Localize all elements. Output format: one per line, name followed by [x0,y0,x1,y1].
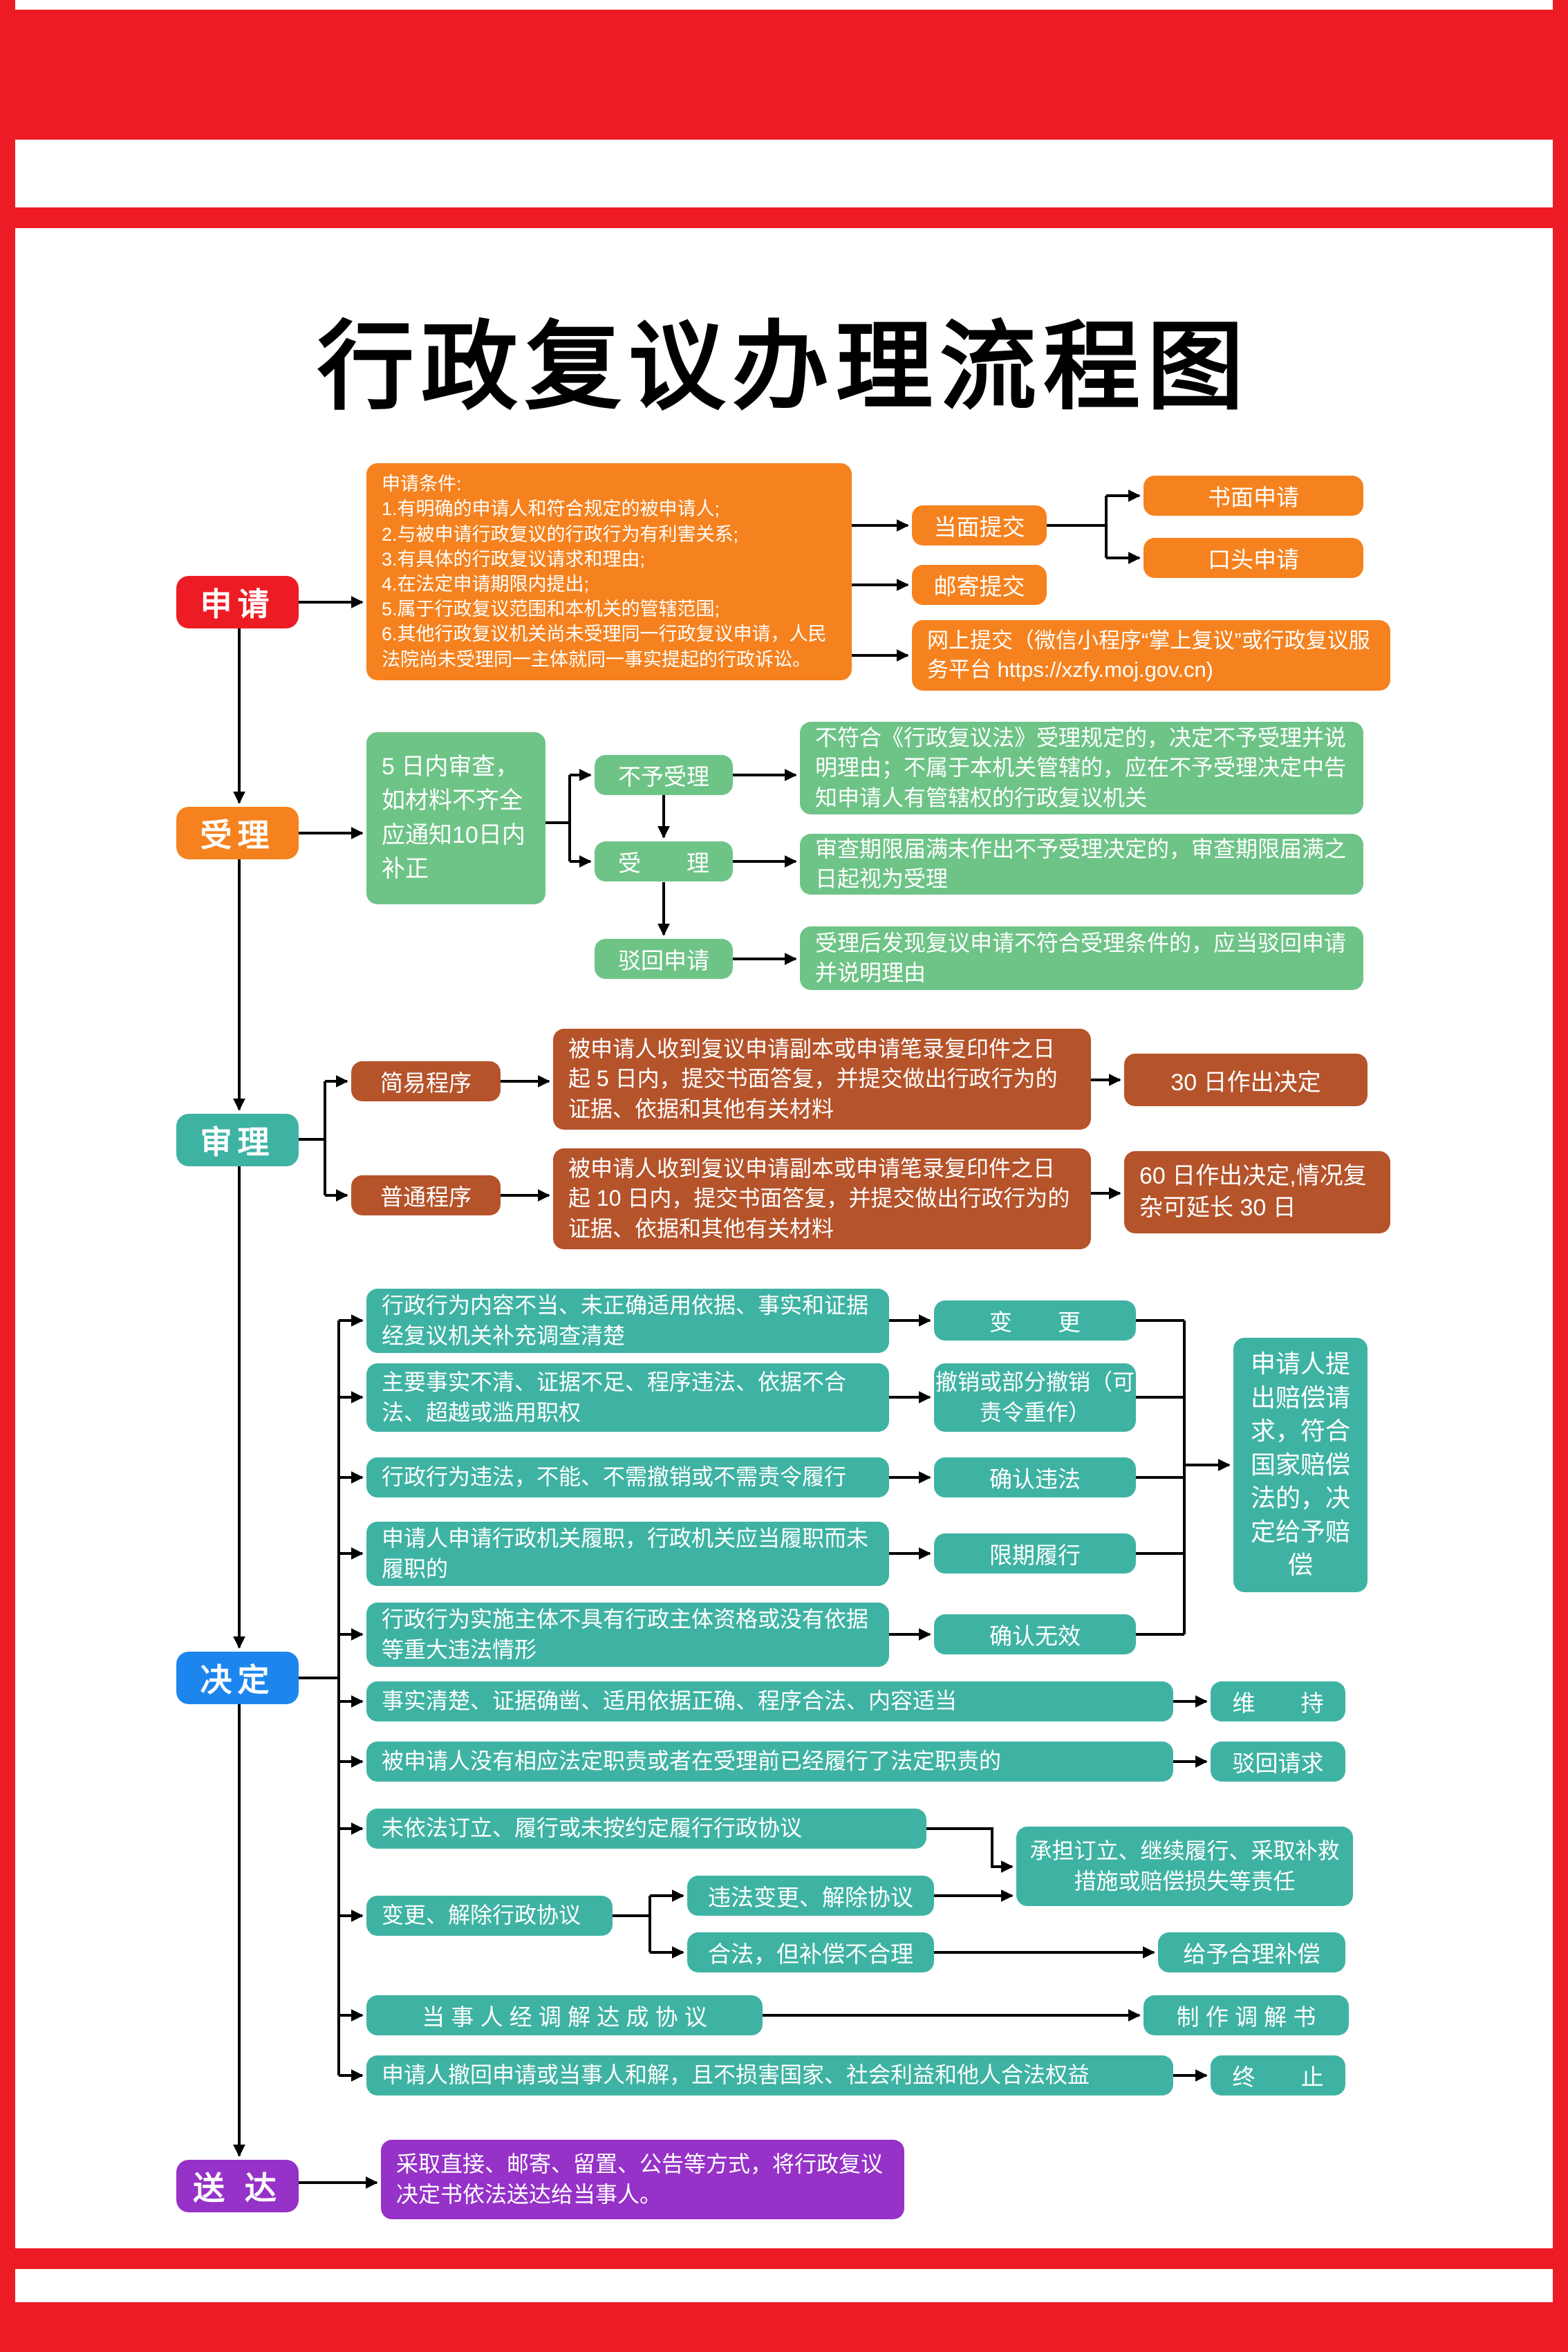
connector [926,1827,1014,1873]
decide-result-confirm-illegal: 确认违法 [934,1457,1136,1497]
bottom-red-stripe [0,2248,1568,2269]
decide-cond-maintain: 事实清楚、证据确凿、适用依据正确、程序合法、内容适当 [366,1681,1173,1721]
stage-apply: 申请 [176,576,299,628]
decide-result-dismiss-request: 驳回请求 [1211,1742,1345,1782]
normal-procedure-note: 被申请人收到复议申请副本或申请笔录复印件之日起 10 日内，提交书面答复，并提交… [553,1148,1091,1249]
stage-decide: 决定 [176,1652,299,1704]
decide-cond-agreement: 未依法订立、履行或未按约定履行行政协议 [366,1809,926,1849]
submit-in-person: 当面提交 [912,505,1047,545]
apply-condition-item: 2.与被申请行政复议的行政行为有利害关系; [382,523,739,545]
illegal-change-box: 违法变更、解除协议 [687,1876,934,1916]
oral-application: 口头申请 [1144,538,1363,578]
compensation-box: 申请人提出赔偿请求，符合国家赔偿法的，决定给予赔偿 [1233,1338,1368,1592]
normal-deadline-box: 60 日作出决定,情况复杂可延长 30 日 [1124,1151,1390,1233]
fair-compensation-box: 给予合理补偿 [1158,1932,1345,1972]
connector [545,775,571,861]
not-accept-box: 不予受理 [595,755,733,795]
connector [1136,1319,1186,1636]
apply-condition-item: 1.有明确的申请人和符合规定的被申请人; [382,498,720,520]
legal-change-box: 合法，但补偿不合理 [687,1932,934,1972]
page-title: 行政复议办理流程图 [317,310,1251,424]
accept-summary-box: 5 日内审查，如材料不齐全应通知10日内补正 [366,732,545,904]
left-red-border [0,0,15,2352]
written-application: 书面申请 [1144,476,1363,516]
apply-condition-item: 5.属于行政复议范围和本机关的管辖范围; [382,599,720,620]
stage-accept: 受理 [176,807,299,859]
decide-cond-dismiss-request: 被申请人没有相应法定职责或者在受理前已经履行了法定职责的 [366,1742,1173,1782]
submit-online: 网上提交（微信小程序“掌上复议”或行政复议服务平台 https://xzfy.m… [912,620,1390,691]
submit-by-mail: 邮寄提交 [912,565,1047,605]
decide-cond-revoke: 主要事实不清、证据不足、程序违法、依据不合法、超越或滥用职权 [366,1363,889,1432]
accept-box: 受 理 [595,841,733,881]
decide-cond-perform: 申请人申请行政机关履职，行政机关应当履职而未履职的 [366,1522,889,1586]
simple-deadline-box: 30 日作出决定 [1124,1054,1368,1106]
apply-condition-item: 3.有具体的行政复议请求和理由; [382,548,646,570]
withdraw-box: 申请人撤回申请或当事人和解，且不损害国家、社会利益和他人合法权益 [366,2055,1173,2096]
deliver-note-box: 采取直接、邮寄、留置、公告等方式，将行政复议决定书依法送达给当事人。 [381,2140,904,2219]
not-accept-note: 不符合《行政复议法》受理规定的，决定不予受理并说明理由；不属于本机关管辖的，应在… [800,722,1363,814]
connector [299,1320,340,2075]
dismiss-note: 受理后发现复议申请不符合受理条件的，应当驳回申请并说明理由 [800,926,1363,990]
dismiss-application-box: 驳回申请 [595,939,733,979]
apply-condition-item: 6.其他行政复议机关尚未受理同一行政复议申请，人民法院尚未受理同一主体就同一事实… [382,624,827,670]
mediation-box: 当 事 人 经 调 解 达 成 协 议 [366,1995,763,2035]
connector [299,1081,326,1195]
decide-result-invalid: 确认无效 [934,1614,1136,1654]
connector [1047,496,1108,558]
decide-result-perform: 限期履行 [934,1533,1136,1574]
top-red-band [0,10,1568,140]
agreement-change-box: 变更、解除行政协议 [366,1896,613,1936]
decide-cond-confirm-illegal: 行政行为违法，不能、不需撤销或不需责令履行 [366,1457,889,1497]
stage-deliver: 送 达 [176,2160,299,2212]
simple-procedure-note: 被申请人收到复议申请副本或申请笔录复印件之日起 5 日内，提交书面答复，并提交做… [553,1029,1091,1130]
accept-note: 审查期限届满未作出不予受理决定的，审查期限届满之日起视为受理 [800,834,1363,895]
right-red-border [1553,0,1568,2352]
assume-duty-box: 承担订立、继续履行、采取补救措施或赔偿损失等责任 [1016,1827,1353,1906]
stage-review: 审理 [176,1114,299,1166]
decide-result-revoke: 撤销或部分撤销（可责令重作） [934,1363,1136,1432]
decide-cond-invalid: 行政行为实施主体不具有行政主体资格或没有依据等重大违法情形 [366,1603,889,1667]
simple-procedure-box: 简易程序 [351,1061,501,1101]
decide-result-change: 变 更 [934,1300,1136,1341]
apply-conditions-box: 申请条件: 1.有明确的申请人和符合规定的被申请人; 2.与被申请行政复议的行政… [366,463,852,680]
bottom-red-band [0,2302,1568,2352]
mediation-result-box: 制 作 调 解 书 [1144,1995,1349,2035]
apply-condition-item: 4.在法定申请期限内提出; [382,574,590,595]
apply-conditions-title: 申请条件: [382,474,462,495]
connector [613,1896,651,1952]
decide-cond-change: 行政行为内容不当、未正确适用依据、事实和证据经复议机关补充调查清楚 [366,1289,889,1353]
terminate-box: 终 止 [1211,2055,1345,2096]
normal-procedure-box: 普通程序 [351,1175,501,1215]
decide-result-maintain: 维 持 [1211,1681,1345,1721]
top-red-stripe [0,207,1568,228]
